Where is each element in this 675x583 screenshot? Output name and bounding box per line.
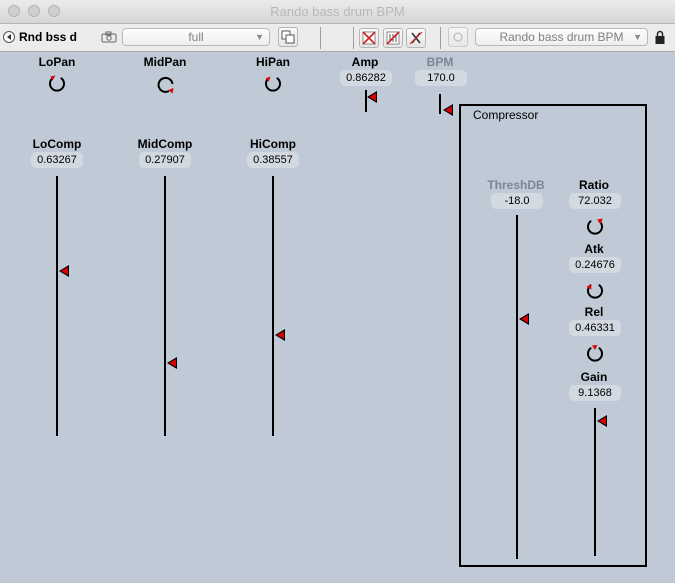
amp-slider[interactable]: [365, 90, 367, 112]
midcomp-slider-handle[interactable]: [167, 357, 177, 369]
reset-icon: [409, 31, 423, 45]
atk-value[interactable]: 0.24676: [569, 257, 621, 273]
gain-slider-handle[interactable]: [597, 415, 607, 427]
midcomp-label: MidComp: [137, 137, 193, 151]
back-arrow-icon[interactable]: [3, 31, 15, 43]
threshdb-label: ThreshDB: [487, 178, 545, 192]
compare-icon: [386, 31, 400, 45]
lock-icon[interactable]: [654, 30, 666, 45]
duplicate-icon: [281, 30, 295, 44]
toolbar-divider: [353, 27, 354, 49]
duplicate-button[interactable]: [278, 27, 298, 47]
midcomp-slider[interactable]: [164, 176, 166, 436]
window-title: Rando bass drum BPM: [270, 4, 405, 19]
preset-value: Rando bass drum BPM: [499, 30, 624, 44]
compressor-title: Compressor: [473, 108, 539, 122]
locomp-value[interactable]: 0.63267: [31, 152, 83, 168]
toolbar-divider: [320, 27, 321, 49]
locomp-label: LoComp: [32, 137, 82, 151]
atk-label: Atk: [584, 242, 604, 256]
threshdb-slider-handle[interactable]: [519, 313, 529, 325]
view-mode-value: full: [188, 30, 204, 44]
settings-icon: [453, 32, 463, 42]
close-window-button[interactable]: [8, 5, 20, 17]
toolbar-divider: [440, 27, 441, 49]
bpm-slider-handle[interactable]: [443, 104, 453, 116]
amp-slider-handle[interactable]: [367, 91, 377, 103]
threshdb-value[interactable]: -18.0: [491, 193, 543, 209]
chevron-down-icon: ▼: [255, 32, 264, 42]
hicomp-value[interactable]: 0.38557: [247, 152, 299, 168]
atk-knob[interactable]: [586, 281, 604, 299]
compressor-panel: [459, 104, 647, 567]
chevron-down-icon: ▼: [633, 32, 642, 42]
midpan-knob[interactable]: [157, 76, 175, 94]
rel-label: Rel: [584, 305, 604, 319]
gain-label: Gain: [580, 370, 608, 384]
gain-value[interactable]: 9.1368: [569, 385, 621, 401]
hipan-label: HiPan: [255, 55, 290, 69]
hipan-knob[interactable]: [264, 74, 282, 92]
rel-value[interactable]: 0.46331: [569, 320, 621, 336]
bpm-label: BPM: [426, 55, 454, 69]
patch-name[interactable]: Rnd bss d: [19, 30, 78, 44]
lopan-label: LoPan: [38, 55, 76, 69]
ratio-knob[interactable]: [586, 217, 604, 235]
midpan-label: MidPan: [143, 55, 187, 69]
amp-label: Amp: [351, 55, 379, 69]
hicomp-label: HiComp: [250, 137, 296, 151]
gain-slider[interactable]: [594, 408, 596, 556]
view-mode-select[interactable]: full ▼: [122, 28, 270, 46]
threshdb-slider[interactable]: [516, 215, 518, 559]
amp-value[interactable]: 0.86282: [340, 70, 392, 86]
ratio-label: Ratio: [579, 178, 609, 192]
midcomp-value[interactable]: 0.27907: [139, 152, 191, 168]
bpm-value[interactable]: 170.0: [415, 70, 467, 86]
title-bar: Rando bass drum BPM: [0, 0, 675, 24]
locomp-slider-handle[interactable]: [59, 265, 69, 277]
minimize-window-button[interactable]: [28, 5, 40, 17]
locomp-slider[interactable]: [56, 176, 58, 436]
ratio-value[interactable]: 72.032: [569, 193, 621, 209]
settings-button[interactable]: [448, 27, 468, 47]
bpm-slider[interactable]: [439, 94, 441, 114]
reset-button[interactable]: [406, 28, 426, 48]
zoom-window-button[interactable]: [48, 5, 60, 17]
clear-icon: [362, 31, 376, 45]
hicomp-slider-handle[interactable]: [275, 329, 285, 341]
rel-knob[interactable]: [586, 344, 604, 362]
camera-icon[interactable]: [101, 31, 117, 43]
clear-button[interactable]: [359, 28, 379, 48]
lopan-knob[interactable]: [48, 74, 66, 92]
hicomp-slider[interactable]: [272, 176, 274, 436]
compare-button[interactable]: [383, 28, 403, 48]
preset-select[interactable]: Rando bass drum BPM ▼: [475, 28, 648, 46]
toolbar: Rnd bss d full ▼: [0, 24, 675, 52]
